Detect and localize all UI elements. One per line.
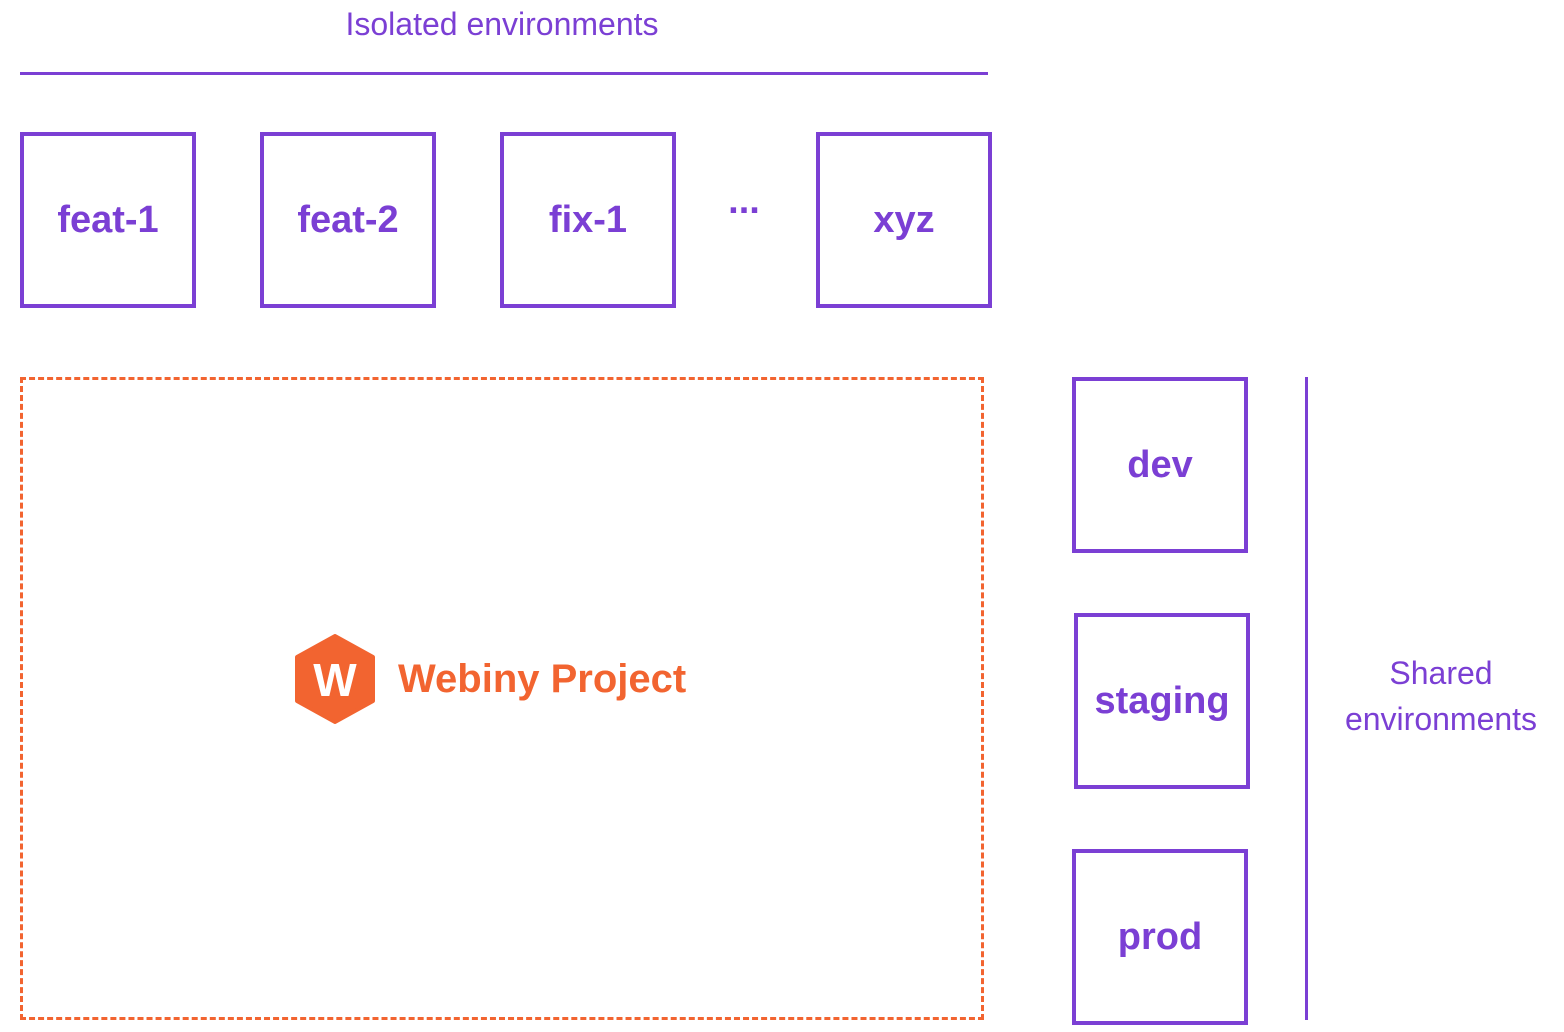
env-box-xyz: xyz [816, 132, 992, 308]
env-label: xyz [873, 198, 935, 241]
env-label: fix-1 [548, 198, 628, 241]
webiny-logo-icon: W [295, 634, 375, 724]
ellipsis-text: ... [728, 180, 760, 222]
webiny-logo-letter: W [313, 654, 357, 706]
env-label: dev [1127, 443, 1193, 486]
env-box-fix-1: fix-1 [500, 132, 676, 308]
env-label: staging [1094, 679, 1230, 722]
env-label: prod [1117, 915, 1203, 958]
env-box-prod: prod [1072, 849, 1248, 1025]
isolated-environments-label: Isolated environments [345, 6, 659, 42]
isolated-divider-line [20, 72, 988, 75]
project-area [20, 377, 984, 1020]
env-box-feat-1: feat-1 [20, 132, 196, 308]
env-label: feat-1 [57, 198, 159, 241]
shared-divider-line [1305, 377, 1308, 1020]
env-box-feat-2: feat-2 [260, 132, 436, 308]
env-box-staging: staging [1074, 613, 1250, 789]
env-box-dev: dev [1072, 377, 1248, 553]
project-brand: W Webiny Project [294, 634, 686, 724]
project-title: Webiny Project [398, 656, 687, 701]
env-label: feat-2 [297, 198, 399, 241]
shared-environments-label: Shared environments [1344, 655, 1538, 737]
